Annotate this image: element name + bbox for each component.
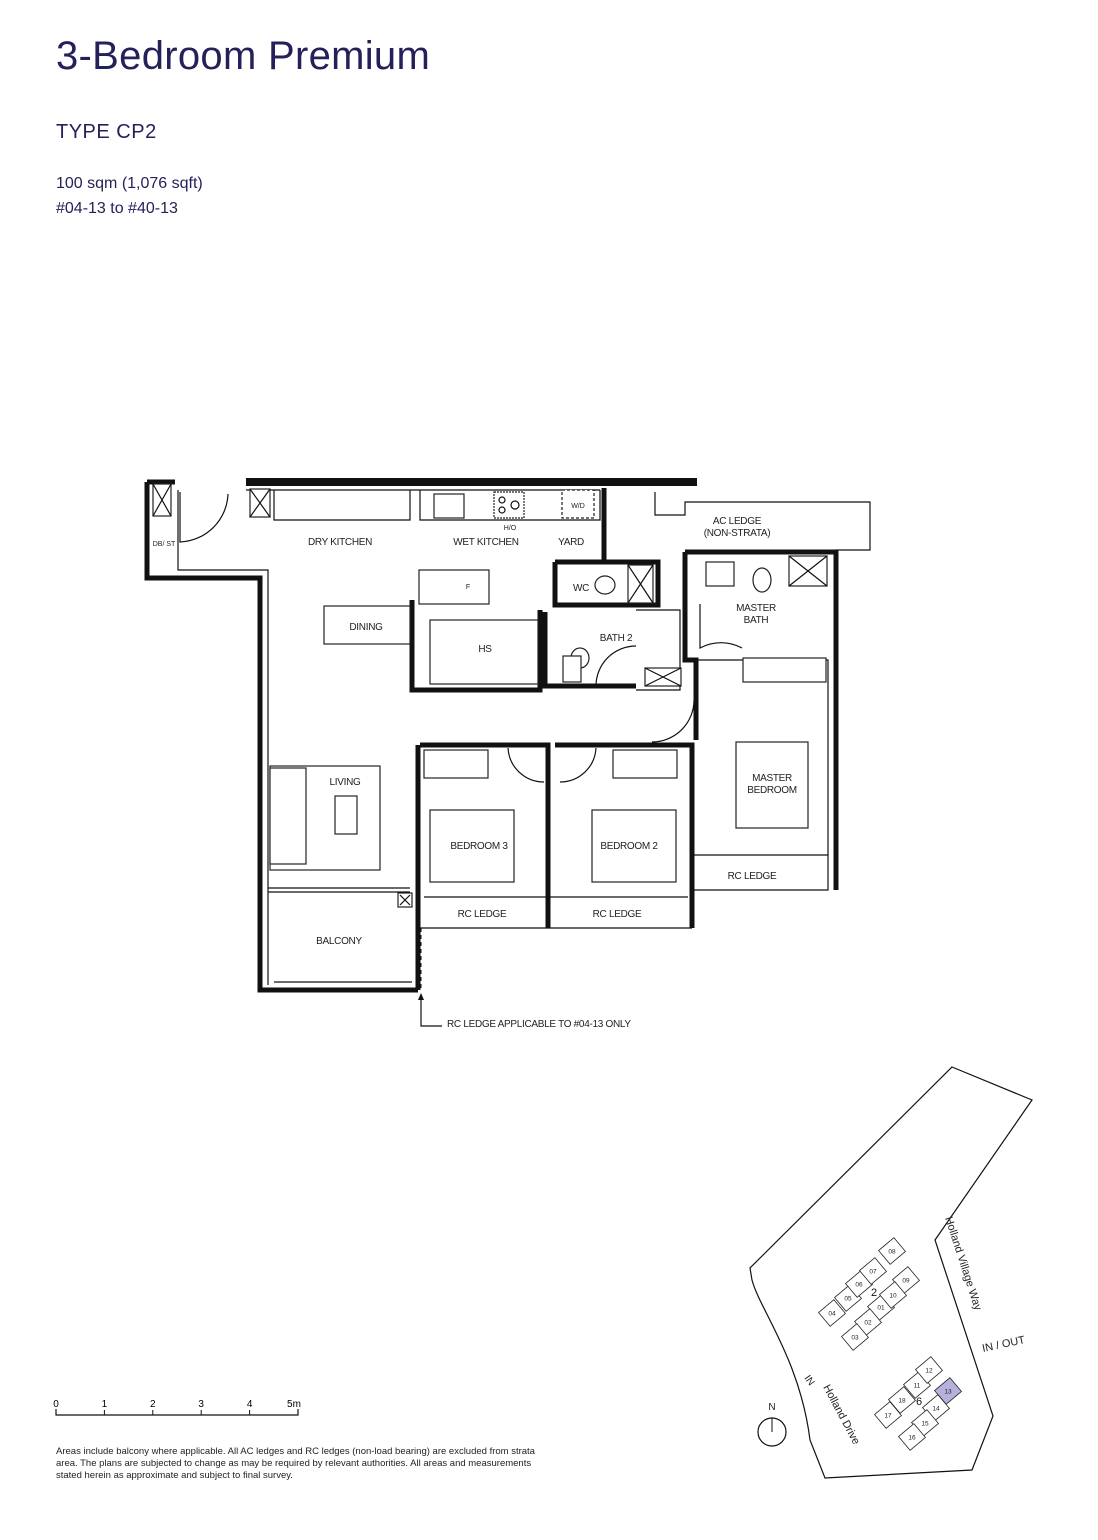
label-dry-kitchen: DRY KITCHEN [308, 537, 372, 548]
label-bedroom-3: BEDROOM 3 [450, 841, 508, 852]
unit-block [817, 1299, 847, 1327]
unit-block [877, 1237, 907, 1265]
label-master-bedroom-2: BEDROOM [747, 785, 797, 796]
label-master-bedroom: MASTER [752, 773, 792, 784]
label-yard: YARD [558, 537, 584, 548]
label-db-st: DB/ ST [153, 541, 176, 548]
unit-number: 12 [925, 1368, 933, 1375]
floor-plan: DB/ ST DRY KITCHEN WET KITCHEN H/O W/D Y… [144, 478, 871, 1030]
unit-number: 08 [888, 1249, 896, 1256]
block-number: 2 [871, 1287, 877, 1299]
page-title: 3-Bedroom Premium [56, 34, 431, 78]
rc-ledge-note: RC LEDGE APPLICABLE TO #04-13 ONLY [447, 1019, 631, 1030]
label-ho: H/O [504, 525, 517, 532]
arrow-up-icon [418, 993, 424, 1000]
site-boundary [749, 1066, 1033, 1479]
label-dining: DINING [349, 622, 383, 633]
unit-area: 100 sqm (1,076 sqft) [56, 175, 203, 192]
unit-number: 10 [889, 1293, 897, 1300]
unit-block [858, 1257, 888, 1285]
doors [179, 492, 743, 783]
fixtures [152, 483, 828, 908]
unit-number: 11 [914, 1383, 921, 1390]
label-balcony: BALCONY [316, 936, 362, 947]
scale-label: 3 [198, 1399, 204, 1410]
unit-number: 13 [944, 1389, 952, 1396]
label-wc: WC [573, 583, 589, 594]
site-key-plan: Holland Village Way Holland Drive IN / O… [749, 1066, 1033, 1479]
scale-label: 1 [102, 1399, 108, 1410]
label-master-bath-2: BATH [744, 615, 769, 626]
road-holland-village-way: Holland Village Way [942, 1215, 984, 1312]
label-rc-ledge-bedroom-2: RC LEDGE [593, 909, 642, 920]
scale-label: 2 [150, 1399, 156, 1410]
unit-range: #04-13 to #40-13 [56, 200, 178, 217]
road-holland-drive: Holland Drive [820, 1383, 862, 1447]
north-label: N [768, 1402, 775, 1413]
label-ac-ledge: AC LEDGE [713, 516, 762, 527]
scale-bar: 0 1 2 3 4 5m [53, 1399, 301, 1416]
label-ac-ledge-non-strata: (NON-STRATA) [704, 528, 771, 539]
unit-number: 16 [908, 1435, 916, 1442]
label-rc-ledge-master: RC LEDGE [728, 871, 777, 882]
scale-label: 5m [287, 1399, 301, 1410]
label-rc-ledge-bedroom-3: RC LEDGE [458, 909, 507, 920]
unit-number: 09 [902, 1278, 910, 1285]
label-hs: HS [478, 644, 492, 655]
note-leader-line [420, 995, 442, 1027]
unit-number: 02 [864, 1320, 872, 1327]
unit-number: 18 [898, 1398, 906, 1405]
label-living: LIVING [330, 777, 362, 788]
walls [144, 478, 871, 993]
label-bedroom-2: BEDROOM 2 [600, 841, 658, 852]
unit-block [878, 1281, 908, 1309]
unit-number: 07 [869, 1269, 877, 1276]
unit-number: 15 [921, 1421, 929, 1428]
disclaimer: Areas include balcony where applicable. … [56, 1446, 535, 1481]
unit-block [887, 1386, 917, 1414]
scale-label: 4 [247, 1399, 253, 1410]
unit-number: 01 [877, 1305, 885, 1312]
unit-block [914, 1356, 944, 1384]
unit-number: 04 [828, 1311, 836, 1318]
scale-label: 0 [53, 1399, 59, 1410]
label-fridge: F [466, 584, 470, 591]
unit-number: 14 [932, 1406, 940, 1413]
unit-type: TYPE CP2 [56, 121, 157, 143]
unit-block [840, 1323, 870, 1351]
block-number: 6 [916, 1396, 922, 1408]
unit-block [897, 1423, 927, 1451]
unit-number: 06 [855, 1282, 863, 1289]
label-master-bath: MASTER [736, 603, 776, 614]
entrance-in: IN [802, 1373, 817, 1388]
unit-number: 17 [884, 1413, 892, 1420]
unit-number: 05 [844, 1296, 852, 1303]
label-wd: W/D [571, 503, 585, 510]
unit-number: 03 [851, 1335, 859, 1342]
label-wet-kitchen: WET KITCHEN [453, 537, 518, 548]
label-bath-2: BATH 2 [600, 633, 633, 644]
entrance-in-out: IN / OUT [981, 1334, 1026, 1355]
